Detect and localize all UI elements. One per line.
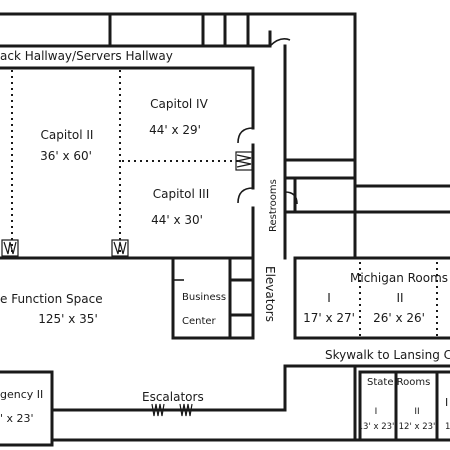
function-space-label: e Function Space xyxy=(0,292,103,306)
state-room-iii-partial-label: I xyxy=(445,396,449,409)
michigan-rooms-walls xyxy=(293,256,450,340)
capitol-iii-label: Capitol III xyxy=(152,187,210,201)
business-label: Business xyxy=(182,292,227,303)
lower-level-walls xyxy=(0,364,450,447)
capitol-rooms-walls xyxy=(0,66,255,260)
business-center-walls xyxy=(171,256,255,340)
michigan-room-i-label: I xyxy=(327,291,331,305)
escalator-marks xyxy=(151,403,193,417)
michigan-room-i-size: 17' x 27' xyxy=(303,311,355,325)
restroom-corridor-walls xyxy=(268,30,357,260)
michigan-room-ii-size: 26' x 26' xyxy=(373,311,425,325)
partition-stack-left xyxy=(1,239,19,257)
right-block-walls xyxy=(353,184,450,214)
state-rooms-label: State Rooms xyxy=(367,377,431,388)
regency-ii-size: ' x 23' xyxy=(0,412,34,425)
capitol-ii-size: 36' x 60' xyxy=(40,149,92,163)
escalators-label: Escalators xyxy=(142,390,204,404)
elevators-label: Elevators xyxy=(263,266,277,322)
center-label: Center xyxy=(182,316,216,327)
partition-stack-mid xyxy=(111,239,129,257)
state-room-ii-size: 12' x 23' xyxy=(398,422,436,432)
michigan-room-ii-label: II xyxy=(396,291,404,305)
state-room-i-label: I xyxy=(374,407,378,417)
function-space-size: 125' x 35' xyxy=(38,312,98,326)
partition-stack-right xyxy=(235,151,253,171)
state-room-iii-partial-size: 1 xyxy=(445,422,450,432)
capitol-iii-size: 44' x 30' xyxy=(151,213,203,227)
state-room-i-size: 13' x 23' xyxy=(357,422,395,432)
state-room-ii-label: II xyxy=(414,407,420,417)
skywalk-label: Skywalk to Lansing C xyxy=(325,348,450,362)
restrooms-label: Restrooms xyxy=(268,179,279,232)
capitol-iv-size: 44' x 29' xyxy=(149,123,201,137)
back-hallway-label: ack Hallway/Servers Hallway xyxy=(0,49,173,63)
capitol-iv-label: Capitol IV xyxy=(150,97,208,111)
capitol-ii-label: Capitol II xyxy=(40,128,94,142)
regency-ii-label: gency II xyxy=(0,388,44,401)
top-hallway-walls xyxy=(0,12,357,260)
michigan-rooms-label: Michigan Rooms xyxy=(350,271,449,285)
